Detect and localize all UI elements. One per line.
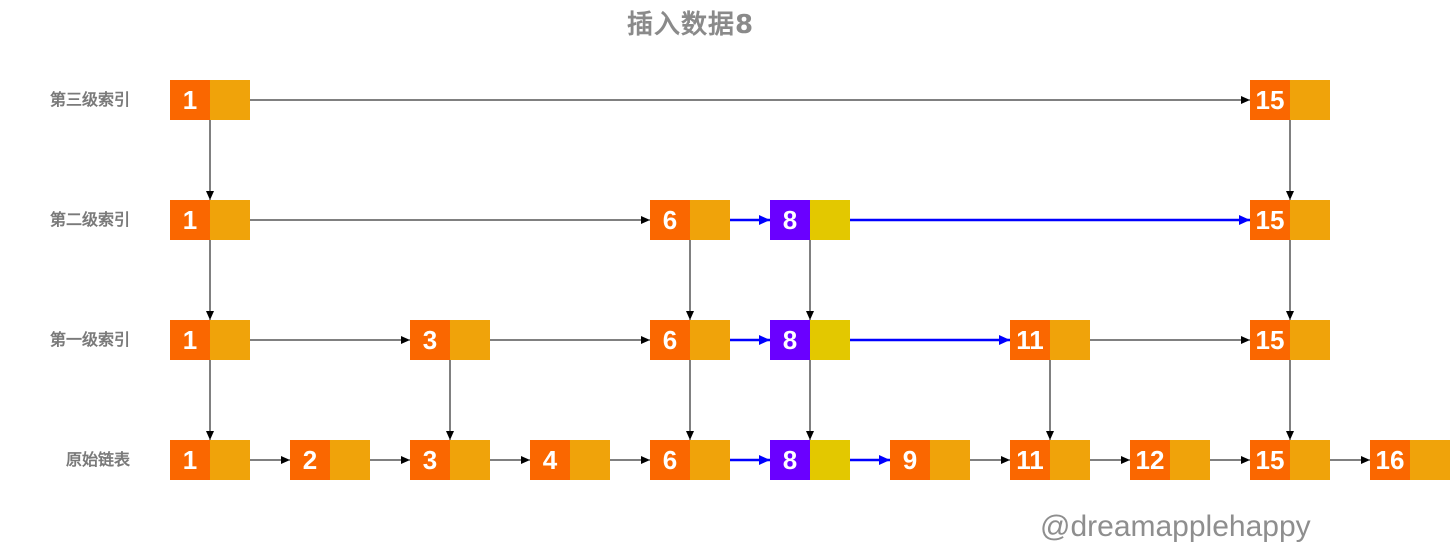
node-key: 3 [410, 440, 450, 480]
node-15-level-3: 15 [1250, 80, 1330, 120]
node-next-pointer [210, 440, 250, 480]
node-next-pointer [1290, 320, 1330, 360]
node-key: 1 [170, 440, 210, 480]
node-next-pointer [1170, 440, 1210, 480]
node-next-pointer [450, 440, 490, 480]
node-key: 8 [770, 200, 810, 240]
node-8-level-2: 8 [770, 200, 850, 240]
node-2-level-0: 2 [290, 440, 370, 480]
node-1-level-1: 1 [170, 320, 250, 360]
node-key: 15 [1250, 320, 1290, 360]
node-next-pointer [1050, 320, 1090, 360]
level-label-1: 第一级索引 [49, 330, 130, 349]
node-8-level-1: 8 [770, 320, 850, 360]
node-9-level-0: 9 [890, 440, 970, 480]
node-key: 1 [170, 200, 210, 240]
node-next-pointer [810, 320, 850, 360]
node-key: 12 [1130, 440, 1170, 480]
node-key: 11 [1010, 440, 1050, 480]
node-key: 1 [170, 320, 210, 360]
node-next-pointer [1290, 440, 1330, 480]
node-1-level-0: 1 [170, 440, 250, 480]
node-4-level-0: 4 [530, 440, 610, 480]
node-key: 2 [290, 440, 330, 480]
node-6-level-1: 6 [650, 320, 730, 360]
node-8-level-0: 8 [770, 440, 850, 480]
node-key: 15 [1250, 80, 1290, 120]
node-next-pointer [450, 320, 490, 360]
level-label-2: 第二级索引 [49, 210, 130, 229]
node-next-pointer [1290, 80, 1330, 120]
level-label-base: 原始链表 [65, 450, 130, 469]
node-next-pointer [210, 80, 250, 120]
node-15-level-0: 15 [1250, 440, 1330, 480]
watermark: @dreamapplehappy [1040, 510, 1311, 543]
node-3-level-0: 3 [410, 440, 490, 480]
node-15-level-1: 15 [1250, 320, 1330, 360]
node-11-level-1: 11 [1010, 320, 1090, 360]
node-key: 6 [650, 320, 690, 360]
node-next-pointer [210, 200, 250, 240]
node-next-pointer [330, 440, 370, 480]
node-next-pointer [210, 320, 250, 360]
node-next-pointer [810, 200, 850, 240]
level-label-3: 第三级索引 [49, 90, 130, 109]
node-key: 1 [170, 80, 210, 120]
node-next-pointer [690, 440, 730, 480]
node-key: 11 [1010, 320, 1050, 360]
node-next-pointer [690, 200, 730, 240]
node-key: 15 [1250, 440, 1290, 480]
node-1-level-3: 1 [170, 80, 250, 120]
diagram-title: 插入数据8 [626, 10, 755, 40]
node-next-pointer [1050, 440, 1090, 480]
node-key: 9 [890, 440, 930, 480]
node-3-level-1: 3 [410, 320, 490, 360]
node-next-pointer [810, 440, 850, 480]
node-1-level-2: 1 [170, 200, 250, 240]
node-key: 6 [650, 440, 690, 480]
node-key: 6 [650, 200, 690, 240]
node-key: 4 [530, 440, 570, 480]
node-11-level-0: 11 [1010, 440, 1090, 480]
node-key: 3 [410, 320, 450, 360]
node-key: 16 [1370, 440, 1410, 480]
node-6-level-2: 6 [650, 200, 730, 240]
node-next-pointer [1410, 440, 1450, 480]
node-12-level-0: 12 [1130, 440, 1210, 480]
node-16-level-0: 16 [1370, 440, 1450, 480]
node-key: 8 [770, 320, 810, 360]
node-6-level-0: 6 [650, 440, 730, 480]
node-next-pointer [570, 440, 610, 480]
node-next-pointer [690, 320, 730, 360]
node-key: 8 [770, 440, 810, 480]
node-next-pointer [1290, 200, 1330, 240]
node-15-level-2: 15 [1250, 200, 1330, 240]
node-next-pointer [930, 440, 970, 480]
node-key: 15 [1250, 200, 1290, 240]
